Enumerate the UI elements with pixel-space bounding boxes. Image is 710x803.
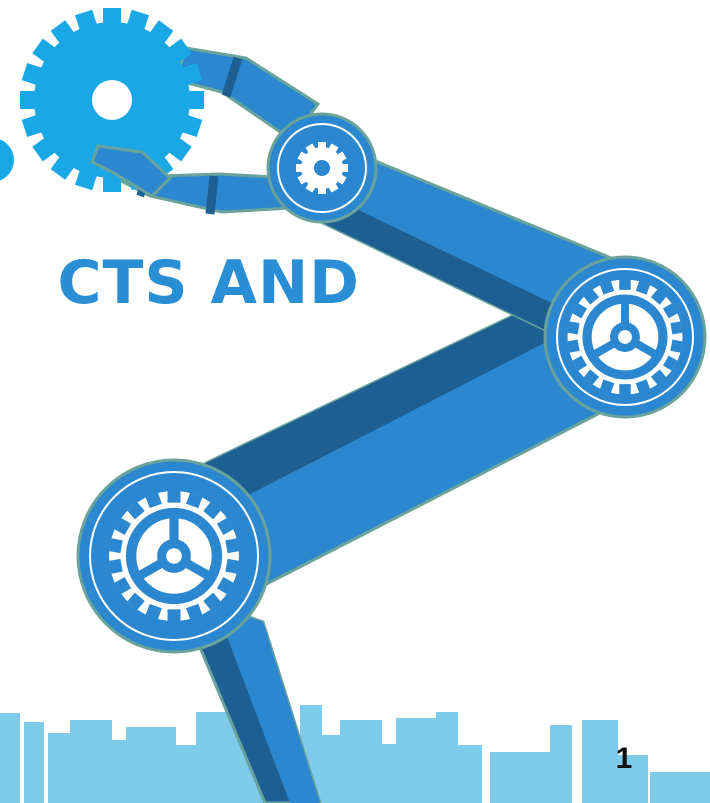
- arm-base-segment-light: [215, 605, 320, 803]
- page-number: 1: [615, 742, 633, 775]
- joint-left: [76, 458, 272, 654]
- arm-lower-segment-shade: [175, 268, 628, 525]
- offscreen-shape: [0, 139, 14, 181]
- city-skyline: [0, 705, 710, 803]
- arm-upper-segment-shade: [296, 182, 612, 362]
- gear-icon: [567, 280, 682, 395]
- slide-title: CTS AND: [57, 248, 360, 318]
- gripper-finger-tip: [90, 144, 173, 198]
- joint-right: [543, 255, 707, 419]
- joint-top: [266, 112, 378, 224]
- gear-icon: [109, 491, 239, 621]
